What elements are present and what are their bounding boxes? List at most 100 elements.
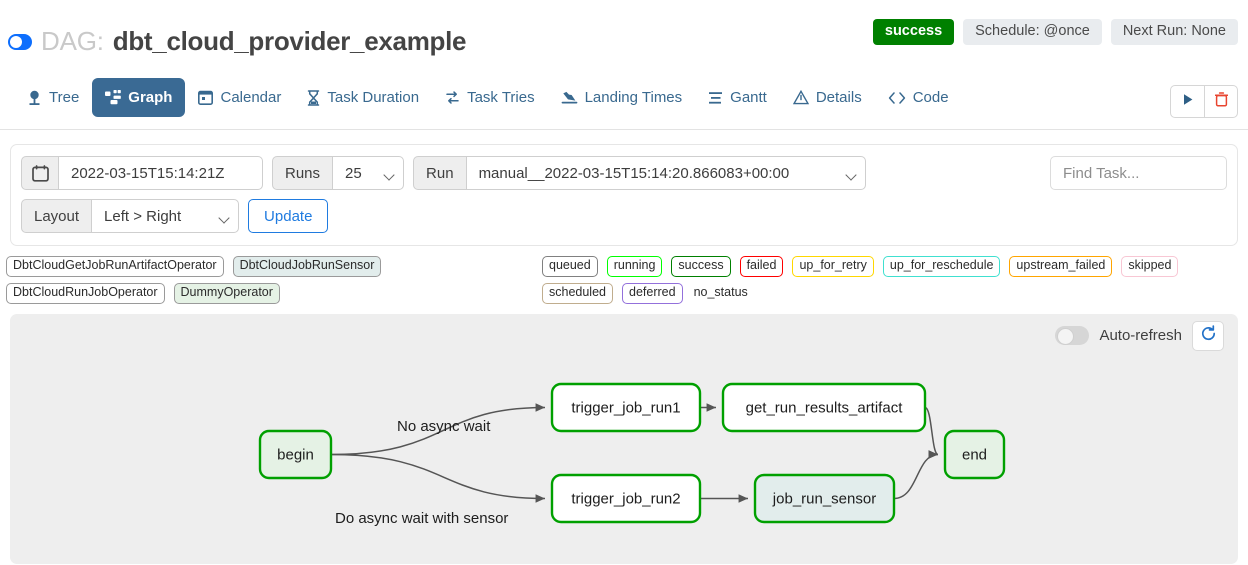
run-label: Run: [413, 156, 467, 190]
tree-icon: [27, 90, 42, 106]
node-label: trigger_job_run1: [571, 399, 680, 416]
retry-icon: [445, 90, 460, 105]
tab-details[interactable]: Details: [780, 78, 875, 117]
base-date-input[interactable]: 2022-03-15T15:14:21Z: [58, 156, 263, 190]
refresh-button[interactable]: [1192, 320, 1224, 351]
tab-label: Code: [912, 89, 949, 106]
legend-state-chip[interactable]: up_for_retry: [792, 256, 874, 277]
runs-label: Runs: [272, 156, 334, 190]
nav-tabs: Tree Graph Calendar Task Duration Task T: [14, 78, 962, 117]
tab-calendar[interactable]: Calendar: [185, 78, 294, 117]
node-label: begin: [277, 446, 314, 463]
tab-gantt[interactable]: Gantt: [695, 78, 780, 117]
node-box: [550, 382, 702, 432]
tab-tree[interactable]: Tree: [14, 78, 92, 117]
dag-pause-toggle-icon[interactable]: [8, 33, 32, 50]
tab-task-duration[interactable]: Task Duration: [294, 78, 432, 117]
layout-select[interactable]: Left > Right: [91, 199, 240, 233]
gantt-icon: [708, 91, 723, 105]
nav-action-buttons: [1170, 85, 1238, 118]
auto-refresh-controls: Auto-refresh: [1055, 320, 1224, 351]
trash-icon: [1214, 91, 1228, 112]
tab-code[interactable]: Code: [875, 78, 962, 117]
legend-operator-chip[interactable]: DummyOperator: [173, 282, 280, 304]
refresh-icon: [1200, 324, 1217, 347]
tab-task-tries[interactable]: Task Tries: [432, 78, 548, 117]
graph-node-begin[interactable]: begin: [258, 429, 333, 479]
layout-label: Layout: [21, 199, 93, 233]
page-header: DAG: dbt_cloud_provider_example success …: [0, 0, 1248, 72]
calendar-icon: [198, 90, 214, 105]
tab-label: Graph: [128, 89, 173, 106]
auto-refresh-toggle[interactable]: [1055, 326, 1090, 345]
dag-run-select[interactable]: manual__2022-03-15T15:14:20.866083+00:00: [465, 156, 866, 190]
legend-state-chip[interactable]: failed: [739, 256, 784, 277]
trigger-dag-button[interactable]: [1171, 86, 1204, 117]
dag-run-group: Run manual__2022-03-15T15:14:20.866083+0…: [413, 156, 866, 190]
graph-node-end[interactable]: end: [943, 429, 1006, 479]
landing-icon: [561, 90, 578, 105]
auto-refresh-label: Auto-refresh: [1099, 327, 1182, 344]
dag-name-label: dbt_cloud_provider_example: [112, 26, 467, 56]
base-date-group: 2022-03-15T15:14:21Z: [21, 156, 263, 190]
tab-label: Calendar: [220, 89, 282, 106]
node-box: [721, 382, 927, 432]
play-icon: [1182, 93, 1194, 111]
num-runs-select[interactable]: 25: [332, 156, 405, 190]
tab-label: Tree: [49, 89, 80, 106]
node-label: job_run_sensor: [772, 490, 876, 507]
legend-state-chip[interactable]: deferred: [622, 282, 683, 304]
node-box: [550, 473, 702, 523]
tab-landing-times[interactable]: Landing Times: [548, 78, 696, 117]
graph-node-job_run_sensor[interactable]: job_run_sensor: [753, 473, 896, 523]
graph-edge-label: No async wait: [397, 418, 491, 435]
legend-state-chip[interactable]: running: [606, 256, 663, 277]
layout-group: Layout Left > Right: [21, 199, 240, 233]
legend-state-chip[interactable]: success: [671, 256, 731, 277]
filter-row-bottom: Layout Left > Right Update: [21, 199, 1227, 233]
legend-operator-chip[interactable]: DbtCloudGetJobRunArtifactOperator: [6, 256, 224, 277]
graph-icon: [105, 90, 122, 105]
legend-state-chip[interactable]: skipped: [1121, 256, 1179, 277]
legend-state-chip[interactable]: upstream_failed: [1009, 256, 1113, 277]
graph-node-trigger_job_run2[interactable]: trigger_job_run2: [550, 473, 702, 523]
schedule-badge[interactable]: Schedule: @once: [963, 19, 1102, 45]
code-brackets-icon: [888, 91, 906, 105]
graph-node-get_run_results_artifact[interactable]: get_run_results_artifact: [721, 382, 927, 432]
legend-operator-chip[interactable]: DbtCloudRunJobOperator: [6, 282, 165, 304]
legend-operator-chip[interactable]: DbtCloudJobRunSensor: [232, 256, 382, 277]
delete-dag-button[interactable]: [1204, 86, 1237, 117]
dag-prefix-label: DAG:: [41, 26, 104, 56]
next-run-badge[interactable]: Next Run: None: [1110, 19, 1238, 45]
graph-node-trigger_job_run1[interactable]: trigger_job_run1: [550, 382, 702, 432]
node-label: trigger_job_run2: [571, 490, 680, 507]
legend-state-chip[interactable]: up_for_reschedule: [882, 256, 1001, 277]
legend-state-chip[interactable]: no_status: [693, 284, 748, 299]
tab-label: Landing Times: [584, 89, 683, 106]
nav-tabs-bar: Tree Graph Calendar Task Duration Task T: [0, 72, 1248, 130]
header-badges: success Schedule: @once Next Run: None: [872, 19, 1238, 45]
warning-triangle-icon: [792, 90, 809, 105]
graph-edge: [924, 406, 939, 459]
node-label: end: [962, 446, 987, 463]
update-button[interactable]: Update: [248, 199, 329, 233]
filter-bar: 2022-03-15T15:14:21Z Runs 25 Run manual_…: [10, 144, 1238, 246]
legend-state-chip[interactable]: scheduled: [542, 282, 613, 304]
graph-edge: [330, 453, 546, 503]
tab-graph[interactable]: Graph: [92, 78, 186, 117]
node-label: get_run_results_artifact: [746, 399, 904, 416]
state-legend: queued running success failed up_for_retry up…: [542, 256, 1242, 304]
status-badge[interactable]: success: [872, 19, 955, 45]
find-task-input[interactable]: Find Task...: [1050, 156, 1227, 190]
num-runs-group: Runs 25: [272, 156, 405, 190]
dag-title: DAG: dbt_cloud_provider_example: [8, 26, 466, 57]
calendar-icon[interactable]: [21, 156, 59, 190]
graph-nodes: begin trigger_job_run1 get_run_results_art…: [258, 382, 1006, 523]
tab-label: Task Tries: [467, 89, 535, 106]
legend-state-chip[interactable]: queued: [542, 256, 598, 277]
